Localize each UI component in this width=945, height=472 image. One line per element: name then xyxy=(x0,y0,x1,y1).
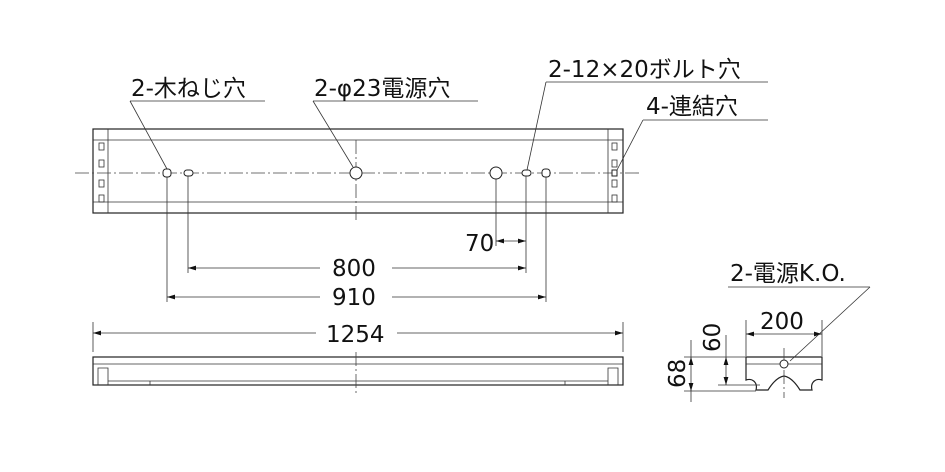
wood-screw-hole-left xyxy=(162,168,172,178)
bolt-hole-right xyxy=(521,169,532,177)
dim-height-overall: 68 xyxy=(665,359,691,388)
callout-wood-screw: 2-木ねじ穴 xyxy=(131,76,246,102)
top-view-body xyxy=(92,128,624,214)
dim-height-inner: 60 xyxy=(700,323,726,352)
dim-overall-length: 1254 xyxy=(326,322,385,348)
callout-bolt-hole: 2-12×20ボルト穴 xyxy=(548,57,741,83)
top-dimensions: 70 800 910 1254 xyxy=(92,231,624,352)
power-hole-left xyxy=(349,166,363,180)
callout-link-hole: 4-連結穴 xyxy=(646,94,738,120)
bolt-hole-left xyxy=(183,169,194,177)
end-view: 200 60 68 2-電源K.O. xyxy=(665,261,871,402)
dim-bolt-pitch: 800 xyxy=(332,256,376,282)
side-view-body xyxy=(92,356,624,386)
dim-bolt-offset: 70 xyxy=(465,231,494,257)
callouts: 2-木ねじ穴 2-φ23電源穴 2-12×20ボルト穴 4-連結穴 xyxy=(129,57,768,171)
side-view xyxy=(92,352,624,395)
dim-screw-pitch: 910 xyxy=(332,285,376,311)
callout-power-ko: 2-電源K.O. xyxy=(730,261,846,287)
power-hole-right xyxy=(489,166,503,180)
wood-screw-hole-right xyxy=(541,168,551,178)
link-hole xyxy=(611,169,618,177)
dim-width: 200 xyxy=(760,309,804,335)
top-view xyxy=(75,128,640,302)
callout-power-hole: 2-φ23電源穴 xyxy=(314,76,450,102)
